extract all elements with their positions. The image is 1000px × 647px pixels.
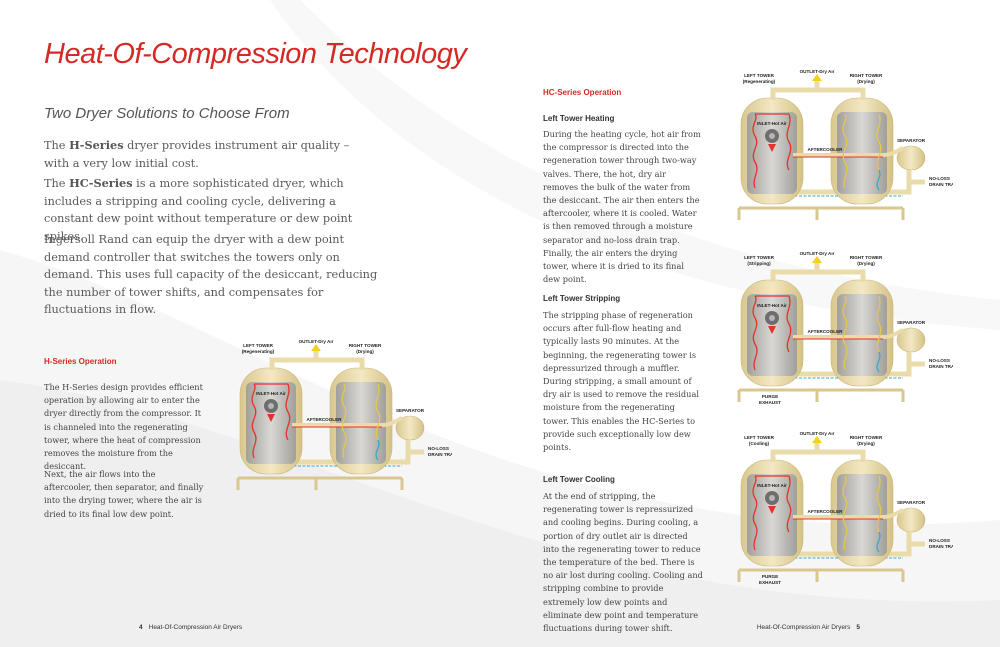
label-right-state: (Drying) — [857, 79, 875, 84]
label-right-tower: RIGHT TOWER — [349, 343, 382, 348]
intro-paragraph-1: The H-Series dryer provides instrument a… — [44, 138, 350, 170]
label-inlet: INLET-Hot Air — [757, 483, 787, 488]
intro-paragraph-2: The HC-Series is a more sophisticated dr… — [44, 176, 353, 243]
cooling-text: At the end of stripping, the regeneratin… — [543, 491, 703, 634]
label-separator: SEPARATOR — [396, 408, 425, 413]
label-aftercooler: AFTERCOOLER — [307, 417, 343, 422]
label-drain1: NO-LOSS — [929, 176, 950, 181]
heating-diagram: LEFT TOWER (Regenerating) OUTLET-Dry Air… — [733, 69, 957, 229]
label-outlet: OUTLET-Dry Air — [299, 340, 334, 344]
label-purge1: PURGE — [762, 394, 778, 399]
label-left-tower: LEFT TOWER — [744, 435, 774, 440]
footer-right-text: Heat-Of-Compression Air Dryers — [756, 624, 851, 631]
heating-text: During the heating cycle, hot air from t… — [543, 129, 701, 285]
label-purge2: EXHAUST — [759, 400, 781, 405]
h-series-paragraph-2: Next, the air flows into the aftercooler… — [44, 469, 204, 519]
label-left-tower: LEFT TOWER — [744, 73, 774, 78]
label-outlet: OUTLET-Dry Air — [800, 252, 835, 256]
h-series-diagram: LEFT TOWER (Regenerating) OUTLET-Dry Air… — [232, 339, 456, 499]
label-right-state: (Drying) — [857, 261, 875, 266]
label-drain1: NO-LOSS — [428, 446, 449, 451]
label-purge2: EXHAUST — [759, 580, 781, 585]
label-right-state: (Drying) — [356, 349, 374, 354]
label-aftercooler: AFTERCOOLER — [808, 329, 844, 334]
stripping-text: The stripping phase of regeneration occu… — [543, 310, 699, 453]
label-left-state: (Stripping) — [747, 261, 771, 266]
label-inlet: INLET-Hot Air — [757, 121, 787, 126]
page-number-right: 5 — [856, 624, 860, 631]
stripping-heading: Left Tower Stripping — [543, 294, 621, 303]
footer-left: 4 Heat-Of-Compression Air Dryers — [139, 624, 242, 631]
page-number-left: 4 — [139, 624, 143, 631]
stripping-diagram: LEFT TOWER (Stripping) OUTLET-Dry Air RI… — [733, 251, 957, 411]
label-right-tower: RIGHT TOWER — [850, 435, 883, 440]
heating-heading: Left Tower Heating — [543, 114, 615, 123]
label-left-state: (Regenerating) — [242, 349, 275, 354]
h-series-heading: H-Series Operation — [44, 357, 117, 366]
cooling-diagram: LEFT TOWER (Cooling) OUTLET-Dry Air RIGH… — [733, 431, 957, 591]
label-separator: SEPARATOR — [897, 500, 926, 505]
label-aftercooler: AFTERCOOLER — [808, 509, 844, 514]
label-right-state: (Drying) — [857, 441, 875, 446]
label-drain1: NO-LOSS — [929, 358, 950, 363]
h-series-paragraph-1: The H-Series design provides efficient o… — [44, 382, 203, 472]
intro-paragraph-3: Ingersoll Rand can equip the dryer with … — [44, 233, 378, 316]
footer-left-text: Heat-Of-Compression Air Dryers — [148, 624, 243, 631]
label-outlet: OUTLET-Dry Air — [800, 70, 835, 74]
footer-right: Heat-Of-Compression Air Dryers 5 — [757, 624, 860, 631]
label-outlet: OUTLET-Dry Air — [800, 432, 835, 436]
label-purge1: PURGE — [762, 574, 778, 579]
label-inlet: INLET-Hot Air — [757, 303, 787, 308]
page-subtitle: Two Dryer Solutions to Choose From — [44, 105, 290, 122]
label-separator: SEPARATOR — [897, 138, 926, 143]
cooling-heading: Left Tower Cooling — [543, 475, 615, 484]
label-left-state: (Regenerating) — [743, 79, 776, 84]
label-inlet: INLET-Hot Air — [256, 391, 286, 396]
label-separator: SEPARATOR — [897, 320, 926, 325]
label-left-tower: LEFT TOWER — [243, 343, 273, 348]
label-right-tower: RIGHT TOWER — [850, 73, 883, 78]
label-drain1: NO-LOSS — [929, 538, 950, 543]
label-left-state: (Cooling) — [749, 441, 770, 446]
label-aftercooler: AFTERCOOLER — [808, 147, 844, 152]
label-right-tower: RIGHT TOWER — [850, 255, 883, 260]
page-title: Heat-Of-Compression Technology — [44, 38, 467, 70]
label-left-tower: LEFT TOWER — [744, 255, 774, 260]
hc-series-heading: HC-Series Operation — [543, 88, 622, 97]
